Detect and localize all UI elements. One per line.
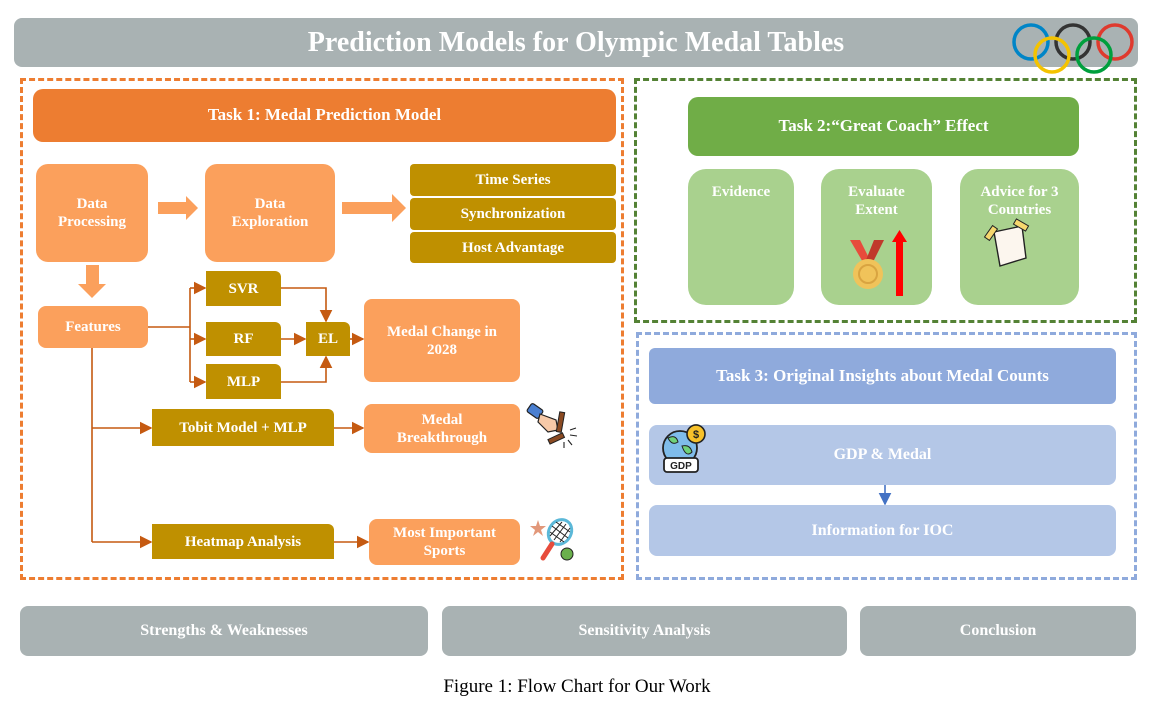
- data-exploration-text: Data Exploration: [231, 196, 309, 230]
- ioc-info-box[interactable]: Information for IOC: [649, 505, 1116, 556]
- task3-panel: [636, 332, 1137, 580]
- host-advantage-box[interactable]: Host Advantage: [410, 232, 616, 263]
- host-advantage-text: Host Advantage: [461, 239, 565, 256]
- features-text: Features: [65, 319, 121, 335]
- mlp-box[interactable]: MLP: [206, 364, 281, 399]
- medal-breakthrough-text: Medal Breakthrough: [396, 411, 488, 446]
- strengths-weaknesses-button[interactable]: Strengths & Weaknesses: [20, 606, 428, 656]
- data-processing-box[interactable]: Data Processing: [36, 164, 148, 262]
- medal-change-text: Medal Change in 2028: [386, 323, 497, 358]
- figure-caption: Figure 1: Flow Chart for Our Work: [443, 676, 711, 697]
- medal-change-box[interactable]: Medal Change in 2028: [364, 299, 520, 382]
- evaluate-extent-text: Evaluate Extent: [848, 184, 905, 218]
- task1-header[interactable]: Task 1: Medal Prediction Model: [33, 89, 616, 142]
- conclusion-text: Conclusion: [959, 622, 1037, 640]
- mlp-text: MLP: [226, 373, 261, 390]
- evidence-card[interactable]: Evidence: [688, 169, 794, 305]
- arrow-processing-to-features: [78, 265, 106, 298]
- tobit-text: Tobit Model + MLP: [179, 419, 307, 436]
- task2-panel: [634, 78, 1137, 323]
- task2-header[interactable]: Task 2:“Great Coach” Effect: [688, 97, 1079, 156]
- time-series-text: Time Series: [475, 172, 551, 188]
- svr-box[interactable]: SVR: [206, 271, 281, 306]
- sensitivity-analysis-button[interactable]: Sensitivity Analysis: [442, 606, 847, 656]
- ioc-info-text: Information for IOC: [811, 521, 954, 539]
- advice-text: Advice for 3 Countries: [980, 184, 1059, 218]
- strengths-weaknesses-text: Strengths & Weaknesses: [140, 622, 308, 640]
- tobit-box[interactable]: Tobit Model + MLP: [152, 409, 334, 446]
- diagram-title: Prediction Models for Olympic Medal Tabl…: [14, 18, 1138, 67]
- gdp-medal-box[interactable]: GDP & Medal: [649, 425, 1116, 485]
- heatmap-text: Heatmap Analysis: [184, 533, 302, 550]
- connectors: [91, 281, 370, 549]
- svr-text: SVR: [228, 280, 259, 297]
- data-processing-text: Data Processing: [57, 196, 127, 230]
- important-sports-box[interactable]: Most Important Sports: [369, 519, 520, 565]
- sensitivity-analysis-text: Sensitivity Analysis: [578, 622, 711, 640]
- rf-box[interactable]: RF: [206, 322, 281, 356]
- fat-arrows: [78, 194, 406, 298]
- synchronization-box[interactable]: Synchronization: [410, 198, 616, 230]
- task3-header[interactable]: Task 3: Original Insights about Medal Co…: [649, 348, 1116, 404]
- ensemble-box[interactable]: EL: [306, 322, 350, 356]
- important-sports-text: Most Important Sports: [393, 525, 496, 559]
- rf-text: RF: [233, 331, 254, 347]
- task1-panel: [20, 78, 624, 580]
- advice-card[interactable]: Advice for 3 Countries: [960, 169, 1079, 305]
- medal-breakthrough-box[interactable]: Medal Breakthrough: [364, 404, 520, 453]
- features-box[interactable]: Features: [38, 306, 148, 348]
- arrow-processing-to-exploration: [158, 196, 198, 220]
- task2-header-text: Task 2:“Great Coach” Effect: [778, 116, 989, 136]
- tennis-racket-icon: [530, 518, 574, 561]
- synchronization-text: Synchronization: [460, 206, 566, 222]
- ensemble-text: EL: [317, 331, 338, 347]
- olympic-rings-icon: [1012, 23, 1134, 74]
- karate-chop-icon: [526, 403, 578, 448]
- time-series-box[interactable]: Time Series: [410, 164, 616, 196]
- title-text: Prediction Models for Olympic Medal Tabl…: [307, 26, 845, 58]
- evidence-text: Evidence: [711, 184, 771, 200]
- heatmap-box[interactable]: Heatmap Analysis: [152, 524, 334, 559]
- conclusion-button[interactable]: Conclusion: [860, 606, 1136, 656]
- task3-header-text: Task 3: Original Insights about Medal Co…: [716, 365, 1049, 385]
- gdp-medal-text: GDP & Medal: [833, 446, 932, 464]
- arrow-exploration-to-analysis: [342, 194, 406, 222]
- evaluate-extent-card[interactable]: Evaluate Extent: [821, 169, 932, 305]
- task1-header-text: Task 1: Medal Prediction Model: [207, 105, 442, 125]
- data-exploration-box[interactable]: Data Exploration: [205, 164, 335, 262]
